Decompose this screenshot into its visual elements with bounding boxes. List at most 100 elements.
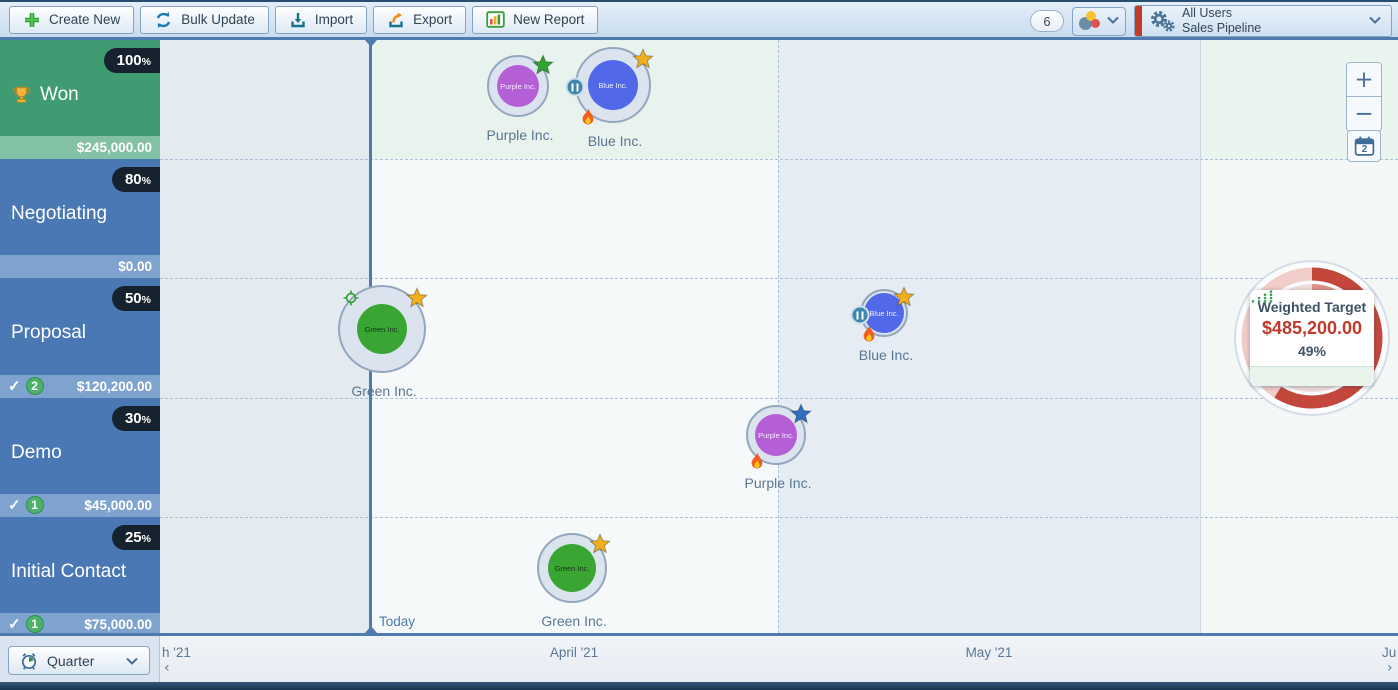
- deal-label: Green Inc.: [351, 383, 417, 399]
- stage-percent-badge: 25%: [111, 524, 160, 550]
- month-label: Ju: [1382, 645, 1397, 660]
- target-card: Weighted Target $485,200.00 49%: [1250, 290, 1374, 386]
- deal-label: Blue Inc.: [858, 347, 914, 363]
- stage-count-badge: ✓2: [8, 377, 44, 396]
- pipeline-view-selector[interactable]: All Users Sales Pipeline: [1134, 5, 1392, 37]
- chevron-down-icon: [1359, 12, 1391, 30]
- deal-label: Green Inc.: [541, 613, 607, 629]
- horizontal-scrollbar[interactable]: [0, 682, 1398, 690]
- pause-icon: [565, 77, 585, 97]
- month-column-may: [778, 40, 1200, 633]
- selector-accent-bar: [1135, 6, 1142, 36]
- stage-row-divider: [160, 159, 1398, 161]
- prev-month-arrow[interactable]: ‹: [164, 660, 170, 676]
- today-marker-top: [364, 40, 377, 47]
- deal-label: Purple Inc.: [486, 127, 554, 143]
- button-label: Bulk Update: [181, 12, 255, 27]
- stage-percent: 100: [116, 52, 142, 69]
- deal-label: Purple Inc.: [744, 475, 812, 491]
- button-label: New Report: [513, 12, 585, 27]
- time-range-label: Quarter: [47, 652, 95, 669]
- month-divider: [1200, 40, 1201, 633]
- deal-circle[interactable]: Green Inc.: [338, 285, 426, 373]
- check-icon: ✓: [8, 497, 21, 515]
- svg-text:2: 2: [1361, 144, 1367, 155]
- create-new-button[interactable]: Create New: [9, 5, 135, 34]
- stage-row-proposal: 50% Proposal ✓2 $120,200.00: [0, 278, 160, 398]
- stage-value-band: $245,000.00: [0, 136, 160, 160]
- pause-icon: [850, 305, 870, 325]
- export-button[interactable]: Export: [373, 5, 467, 34]
- stage-row-won: 100%Won$245,000.00: [0, 40, 160, 160]
- star-icon: [405, 287, 428, 313]
- deal-bubble: Purple Inc.: [487, 53, 555, 121]
- month-column-march: [160, 40, 370, 633]
- star-icon: [589, 532, 612, 559]
- next-month-arrow[interactable]: ›: [1387, 660, 1393, 676]
- chevron-down-icon: [1106, 12, 1120, 30]
- dots-chart-icon: [1251, 290, 1273, 303]
- deal-bubble: Green Inc.: [338, 285, 430, 377]
- selector-line2: Sales Pipeline: [1182, 21, 1262, 35]
- stage-percent: 80: [124, 171, 142, 189]
- stage-value-band: ✓1$75,000.00: [0, 612, 160, 636]
- jump-to-date-button[interactable]: 2: [1347, 130, 1381, 162]
- stage-deal-count: 2: [25, 377, 44, 396]
- fire-icon: [860, 325, 877, 348]
- fire-icon: [748, 451, 765, 474]
- stage-name: Negotiating: [11, 203, 108, 225]
- timeline-bar: [160, 636, 1398, 682]
- export-icon: [387, 11, 405, 29]
- stage-row-divider: [160, 397, 1398, 399]
- deal-circle[interactable]: Purple Inc.: [487, 55, 549, 117]
- fire-icon: [580, 107, 597, 130]
- deal-circle[interactable]: Blue Inc.: [575, 47, 651, 123]
- month-divider: [778, 40, 779, 633]
- time-range-dropdown[interactable]: Quarter: [8, 646, 150, 675]
- stage-total-value: $120,200.00: [76, 378, 152, 394]
- stage-row-divider: [160, 516, 1398, 518]
- gears-icon: [1146, 8, 1178, 34]
- record-count-badge: 6: [1030, 10, 1064, 32]
- import-button[interactable]: Import: [274, 5, 368, 34]
- new-report-button[interactable]: New Report: [472, 5, 599, 34]
- today-label: Today: [379, 614, 416, 629]
- star-icon: [632, 47, 655, 74]
- stage-total-value: $45,000.00: [84, 497, 152, 513]
- selector-line1: All Users: [1182, 6, 1233, 20]
- check-icon: ✓: [8, 616, 21, 634]
- stage-row-demo: 30% Demo ✓1$45,000.00: [0, 397, 160, 517]
- stage-value-band: ✓1$45,000.00: [0, 493, 160, 517]
- zoom-controls: + −: [1346, 62, 1382, 132]
- stage-count-badge: ✓1: [8, 615, 44, 634]
- deal-bubble: Green Inc.: [537, 532, 612, 607]
- stage-percent: 25: [124, 528, 142, 546]
- deal-bubble: Purple Inc.: [746, 403, 812, 469]
- stage-name: Won: [11, 84, 79, 106]
- deal-company-circle: Purple Inc.: [497, 65, 539, 107]
- button-label: Import: [314, 12, 354, 27]
- zoom-out-button[interactable]: −: [1346, 97, 1382, 132]
- stage-total-value: $245,000.00: [76, 140, 152, 156]
- report-icon: [486, 11, 505, 28]
- stage-value-band: $0.00: [0, 255, 160, 279]
- month-label: h '21: [162, 645, 191, 660]
- today-marker-bottom: [364, 626, 377, 633]
- button-label: Create New: [49, 12, 121, 27]
- bulk-update-button[interactable]: Bulk Update: [140, 5, 269, 34]
- deal-label: Blue Inc.: [587, 133, 643, 149]
- chevron-down-icon: [125, 653, 139, 669]
- chart-top-border: [0, 37, 1398, 40]
- calendar-icon: 2: [1353, 135, 1376, 158]
- stage-percent-badge: 30%: [111, 405, 160, 431]
- stage-percent-badge: 50%: [111, 286, 160, 312]
- target-percent: 49%: [1297, 343, 1327, 359]
- stage-row-negotiating: 80%Negotiating$0.00: [0, 159, 160, 279]
- zoom-in-button[interactable]: +: [1346, 62, 1382, 97]
- color-palette-dropdown[interactable]: [1072, 6, 1126, 36]
- stage-name: Proposal: [11, 322, 86, 344]
- stage-percent: 30: [124, 409, 142, 427]
- stage-name: Demo: [11, 441, 62, 463]
- deal-company-circle: Purple Inc.: [755, 414, 797, 456]
